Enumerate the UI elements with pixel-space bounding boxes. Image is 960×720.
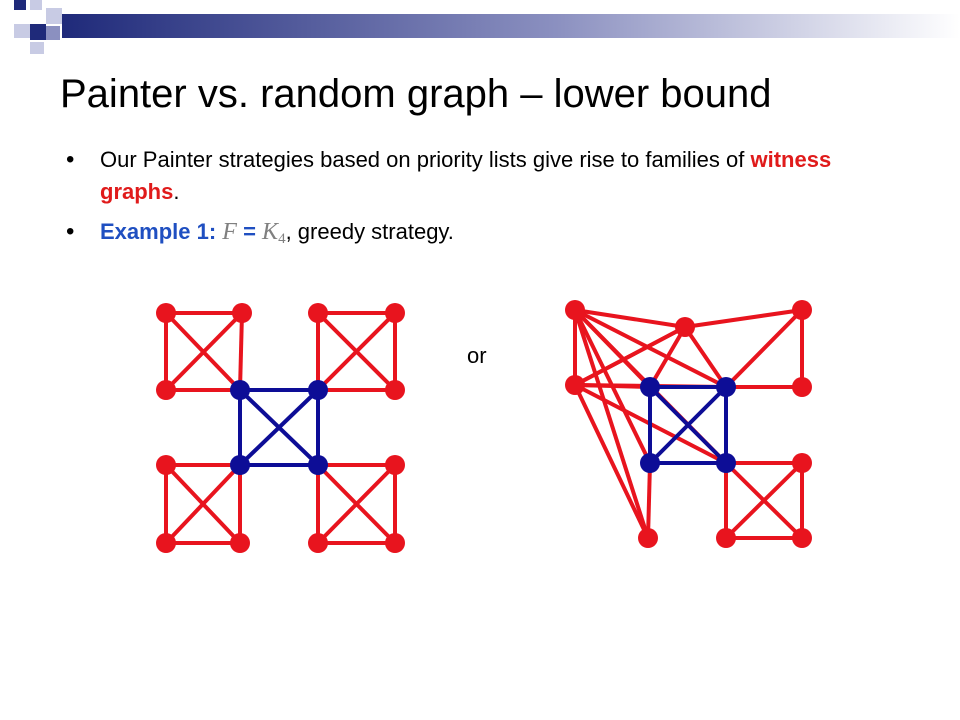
- red-vertex: [565, 375, 585, 395]
- red-vertex: [792, 528, 812, 548]
- red-vertex: [385, 303, 405, 323]
- corner-decoration: [14, 0, 960, 54]
- red-edge: [316, 311, 397, 392]
- red-vertex: [385, 533, 405, 553]
- bullet-example-1: • Example 1: F = K4, greedy strategy.: [62, 216, 862, 255]
- bullet-dot-icon: •: [66, 218, 75, 245]
- blue-edge: [648, 385, 728, 465]
- right-graph: [565, 300, 812, 548]
- red-vertex: [156, 303, 176, 323]
- red-vertex: [385, 380, 405, 400]
- blue-vertex: [230, 455, 250, 475]
- bullet-end: .: [173, 179, 180, 204]
- blue-vertex: [308, 455, 328, 475]
- red-edge: [724, 308, 804, 389]
- red-vertex: [792, 453, 812, 473]
- red-edge: [724, 461, 804, 540]
- red-edge: [683, 325, 728, 389]
- red-vertex: [232, 303, 252, 323]
- math-k-subscript: 4: [278, 231, 286, 247]
- red-edge: [238, 312, 244, 391]
- red-edge: [164, 311, 244, 392]
- or-label: or: [467, 343, 487, 368]
- red-vertex: [385, 455, 405, 475]
- bullet-list: • Our Painter strategies based on priori…: [62, 144, 862, 255]
- red-vertex: [675, 317, 695, 337]
- example-tail: greedy strategy.: [291, 219, 454, 244]
- blue-vertex: [308, 380, 328, 400]
- red-edge: [648, 325, 687, 389]
- red-vertex: [156, 380, 176, 400]
- bullet-witness-graphs: • Our Painter strategies based on priori…: [62, 144, 862, 208]
- math-var-f: F: [222, 219, 237, 245]
- red-vertex: [156, 455, 176, 475]
- red-edge: [646, 462, 652, 539]
- red-edge: [574, 308, 686, 329]
- math-k-letter: K: [262, 219, 279, 245]
- red-vertex: [308, 533, 328, 553]
- red-edge: [164, 463, 242, 545]
- red-edge: [574, 308, 727, 389]
- bullet-text: Our Painter strategies based on priority…: [100, 147, 751, 172]
- red-edge: [573, 309, 650, 539]
- page-title: Painter vs. random graph – lower bound: [60, 72, 772, 116]
- red-vertex: [230, 533, 250, 553]
- red-edge: [574, 325, 686, 387]
- blue-vertex: [716, 453, 736, 473]
- blue-vertex: [640, 377, 660, 397]
- red-vertex: [565, 300, 585, 320]
- left-graph: [156, 303, 405, 553]
- red-vertex: [638, 528, 658, 548]
- red-edge: [573, 384, 650, 539]
- blue-edge: [238, 388, 320, 467]
- red-vertex: [716, 528, 736, 548]
- bullet-dot-icon: •: [66, 146, 75, 173]
- red-vertex: [156, 533, 176, 553]
- blue-vertex: [230, 380, 250, 400]
- red-vertex: [792, 377, 812, 397]
- math-equals: =: [236, 219, 263, 244]
- example-label: Example 1:: [100, 219, 217, 244]
- red-vertex: [792, 300, 812, 320]
- red-edge: [316, 463, 397, 545]
- math-graph-k: K4: [262, 219, 286, 247]
- witness-graphs-highlight: witness graphs: [100, 147, 832, 204]
- math-comma: ,: [285, 219, 292, 244]
- red-vertex: [308, 303, 328, 323]
- blue-vertex: [640, 453, 660, 473]
- blue-vertex: [716, 377, 736, 397]
- red-edge: [684, 308, 803, 329]
